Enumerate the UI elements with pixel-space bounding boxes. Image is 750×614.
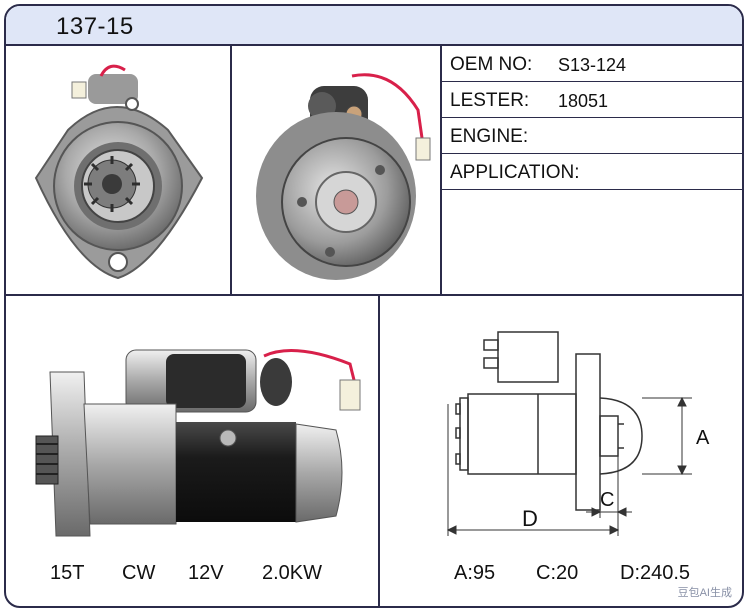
title-bar: 137-15 <box>6 6 742 46</box>
starter-dimension-drawing: A C D <box>446 331 710 536</box>
dimension-diagram: A C D <box>380 296 742 556</box>
dimension-label-a: A <box>696 427 710 449</box>
spec-value: 18051 <box>558 91 609 111</box>
front-view-photo <box>6 46 230 294</box>
caption-dimension-d: D:240.5 <box>620 562 691 584</box>
caption-voltage: 12V <box>188 562 224 584</box>
spec-label: LESTER: <box>450 90 530 111</box>
caption-power: 2.0KW <box>262 562 323 584</box>
caption-rotation: CW <box>122 562 156 584</box>
caption-dimension-a: A:95 <box>454 562 496 584</box>
col-divider-1 <box>230 46 232 294</box>
spec-row-engine: ENGINE: <box>442 118 742 154</box>
part-number: 137-15 <box>56 13 134 40</box>
spec-label: OEM NO: <box>450 54 533 75</box>
col-divider-2 <box>440 46 442 294</box>
watermark: 豆包AI生成 <box>677 587 732 599</box>
starter-rear-image <box>256 73 431 280</box>
caption-dimension-c: C:20 <box>536 562 579 584</box>
spec-label: ENGINE: <box>450 126 529 147</box>
spec-row-oem: OEM NO: S13-124 <box>442 46 742 82</box>
starter-front-image <box>34 64 204 280</box>
rear-view-photo <box>232 46 440 294</box>
product-card: 137-15 <box>4 4 744 608</box>
side-view-photo <box>6 296 378 556</box>
spec-row-lester: LESTER: 18051 <box>442 82 742 118</box>
caption-teeth: 15T <box>50 562 85 584</box>
starter-side-image <box>35 349 361 537</box>
dimension-label-d: D <box>522 506 538 531</box>
spec-row-application: APPLICATION: <box>442 154 742 190</box>
dimension-label-c: C <box>600 489 614 511</box>
row-divider <box>6 294 742 296</box>
spec-value: S13-124 <box>558 55 627 75</box>
spec-label: APPLICATION: <box>450 162 580 183</box>
col-divider-bottom <box>378 294 380 606</box>
